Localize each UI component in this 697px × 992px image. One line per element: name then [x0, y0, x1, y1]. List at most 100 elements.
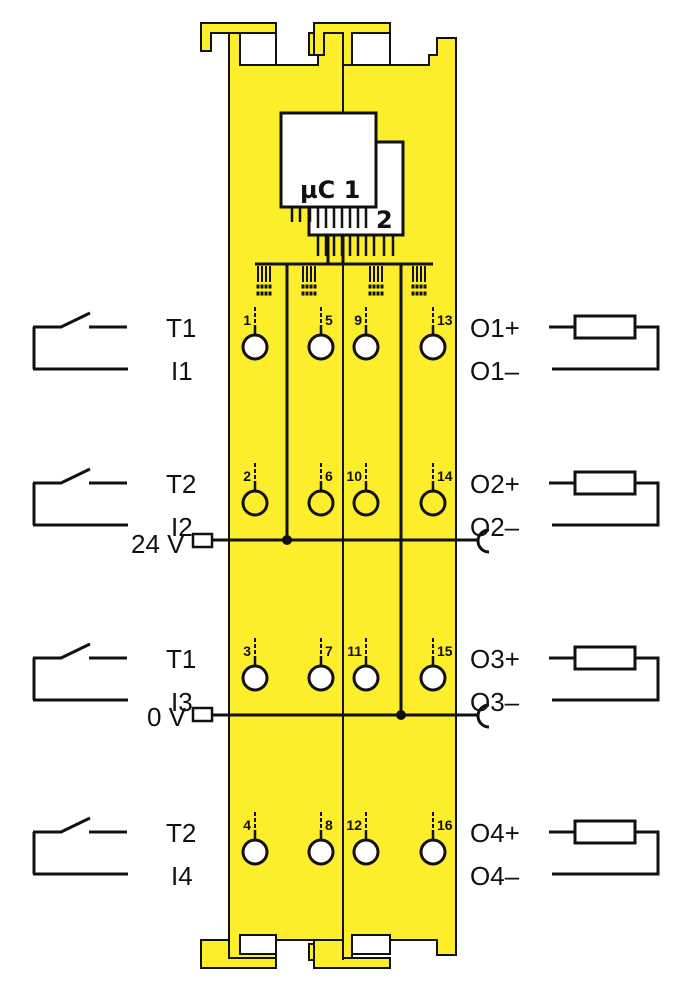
terminal-2[interactable]: 2: [241, 463, 269, 517]
switch-blade: [60, 642, 91, 660]
terminal-4[interactable]: 4: [241, 812, 269, 866]
terminal-circle[interactable]: [241, 664, 269, 692]
terminal-9[interactable]: 9: [352, 307, 380, 361]
terminal-circle[interactable]: [352, 838, 380, 866]
bus-stub-dot: [372, 284, 376, 289]
bus-stub-dot: [411, 284, 415, 289]
bus-stub-dot: [313, 291, 317, 296]
terminal-marker: [254, 313, 256, 317]
terminal-11[interactable]: 11: [347, 638, 380, 692]
terminal-circle[interactable]: [419, 838, 447, 866]
terminal-8[interactable]: 8: [307, 812, 335, 866]
resistor-body: [573, 819, 637, 845]
terminal-16[interactable]: 16: [419, 812, 453, 866]
terminal-14[interactable]: 14: [419, 463, 453, 517]
terminal-circle[interactable]: [419, 333, 447, 361]
switch-symbol-icon: [32, 311, 128, 371]
terminal-marker: [365, 824, 367, 828]
power-rail-0v: 0 V: [147, 702, 490, 732]
power-label-24v: 24 V: [131, 529, 185, 559]
terminal-marker: [432, 644, 434, 648]
terminal-marker: [365, 469, 367, 473]
terminal-circle[interactable]: [352, 664, 380, 692]
bus-stub-dot: [380, 284, 384, 289]
terminal-circle[interactable]: [419, 664, 447, 692]
terminal-marker: [432, 319, 434, 323]
input-label-test: T2: [166, 818, 196, 848]
terminal-15[interactable]: 15: [419, 638, 453, 692]
terminal-marker: [254, 463, 256, 467]
terminal-marker: [432, 307, 434, 311]
terminal-marker: [320, 818, 322, 822]
junction-dot-0v: [396, 710, 406, 720]
terminal-12[interactable]: 12: [346, 812, 380, 866]
terminal-circle[interactable]: [241, 489, 269, 517]
bus-stub-dot: [419, 291, 423, 296]
bus-stub-dot: [256, 291, 260, 296]
terminal-circle[interactable]: [307, 838, 335, 866]
terminal-number: 2: [243, 468, 251, 484]
terminal-marker: [365, 818, 367, 822]
terminal-marker: [432, 812, 434, 816]
terminal-number: 3: [243, 643, 251, 659]
terminal-number: 13: [437, 312, 453, 328]
terminal-circle[interactable]: [307, 664, 335, 692]
switch-blade: [60, 816, 91, 834]
junction-dot-24v: [282, 535, 292, 545]
resistor-load-icon: [549, 645, 660, 702]
resistor-load-icon: [549, 314, 660, 371]
terminal-marker: [320, 824, 322, 828]
switch-symbol-icon: [32, 642, 128, 702]
terminal-marker: [365, 812, 367, 816]
terminal-1[interactable]: 1: [241, 307, 269, 361]
terminal-circle[interactable]: [419, 489, 447, 517]
chip-1: [279, 111, 378, 209]
bus-stub-dot: [301, 291, 305, 296]
power-output-24v-icon: [476, 528, 490, 554]
input-label-channel: I3: [171, 687, 193, 717]
terminal-marker: [254, 818, 256, 822]
terminal-5[interactable]: 5: [307, 307, 335, 361]
terminal-7[interactable]: 7: [307, 638, 335, 692]
terminal-marker: [320, 650, 322, 654]
terminal-marker: [365, 650, 367, 654]
terminal-marker: [432, 463, 434, 467]
bus-stub-dot: [415, 291, 419, 296]
terminal-6[interactable]: 6: [307, 463, 335, 517]
bus-stubs: [256, 266, 427, 296]
terminal-marker: [365, 475, 367, 479]
terminal-circle[interactable]: [241, 838, 269, 866]
bus-stub-dot: [264, 291, 268, 296]
terminal-marker: [365, 638, 367, 642]
output-label-minus: O1–: [470, 356, 520, 386]
terminal-marker: [432, 475, 434, 479]
terminal-10[interactable]: 10: [346, 463, 380, 517]
terminal-marker: [365, 307, 367, 311]
bus-stub-dot: [423, 284, 427, 289]
terminal-marker: [432, 313, 434, 317]
bus-stub-dot: [301, 284, 305, 289]
terminal-marker: [320, 638, 322, 642]
terminal-circle[interactable]: [241, 333, 269, 361]
terminal-marker: [320, 475, 322, 479]
terminal-number: 14: [437, 468, 453, 484]
terminal-circle[interactable]: [307, 333, 335, 361]
bus-stub-dot: [305, 284, 309, 289]
bus-stub-dot: [305, 291, 309, 296]
output-label-plus: O1+: [470, 313, 520, 343]
terminal-13[interactable]: 13: [419, 307, 453, 361]
terminal-circle[interactable]: [352, 333, 380, 361]
resistor-body: [573, 470, 637, 496]
terminal-circle[interactable]: [352, 489, 380, 517]
bus-stub-dot: [423, 291, 427, 296]
terminal-number: 11: [347, 643, 362, 659]
resistor-load-icon: [549, 819, 660, 876]
bus-stub-dot: [256, 284, 260, 289]
terminal-marker: [432, 469, 434, 473]
terminal-circle[interactable]: [307, 489, 335, 517]
terminal-3[interactable]: 3: [241, 638, 269, 692]
